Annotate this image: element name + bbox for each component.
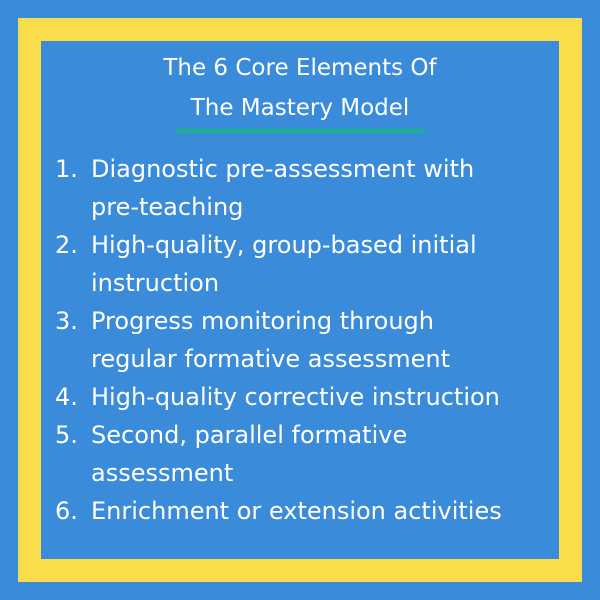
item-text: pre-teaching (91, 193, 244, 221)
item-text: instruction (91, 269, 220, 297)
list-item: 2. High-quality, group-based initial inst… (55, 226, 565, 302)
item-text: assessment (91, 459, 234, 487)
item-text: High-quality, group-based initial (91, 231, 477, 259)
item-number: 3. (55, 307, 78, 335)
item-number: 5. (55, 421, 78, 449)
list-item: 6. Enrichment or extension activities (55, 492, 565, 530)
item-number: 4. (55, 383, 78, 411)
list-item: 5. Second, parallel formative assessment (55, 416, 565, 492)
title-line-1: The 6 Core Elements Of (163, 55, 437, 81)
list-item: 4. High-quality corrective instruction (55, 378, 565, 416)
yellow-frame (18, 18, 582, 582)
item-text: Enrichment or extension activities (91, 497, 502, 525)
title-line-2: The Mastery Model (190, 95, 410, 121)
item-text: Progress monitoring through (91, 307, 434, 335)
list-item: 3. Progress monitoring through regular fo… (55, 302, 565, 378)
item-text: High-quality corrective instruction (91, 383, 500, 411)
item-number: 1. (55, 155, 78, 183)
elements-list: 1. Diagnostic pre-assessment with pre-tea… (55, 150, 565, 530)
item-text: regular formative assessment (91, 345, 451, 373)
item-text: Second, parallel formative (91, 421, 408, 449)
list-item: 1. Diagnostic pre-assessment with pre-tea… (55, 150, 565, 226)
title-underline (177, 129, 423, 133)
item-number: 2. (55, 231, 78, 259)
item-number: 6. (55, 497, 78, 525)
item-text: Diagnostic pre-assessment with (91, 155, 475, 183)
